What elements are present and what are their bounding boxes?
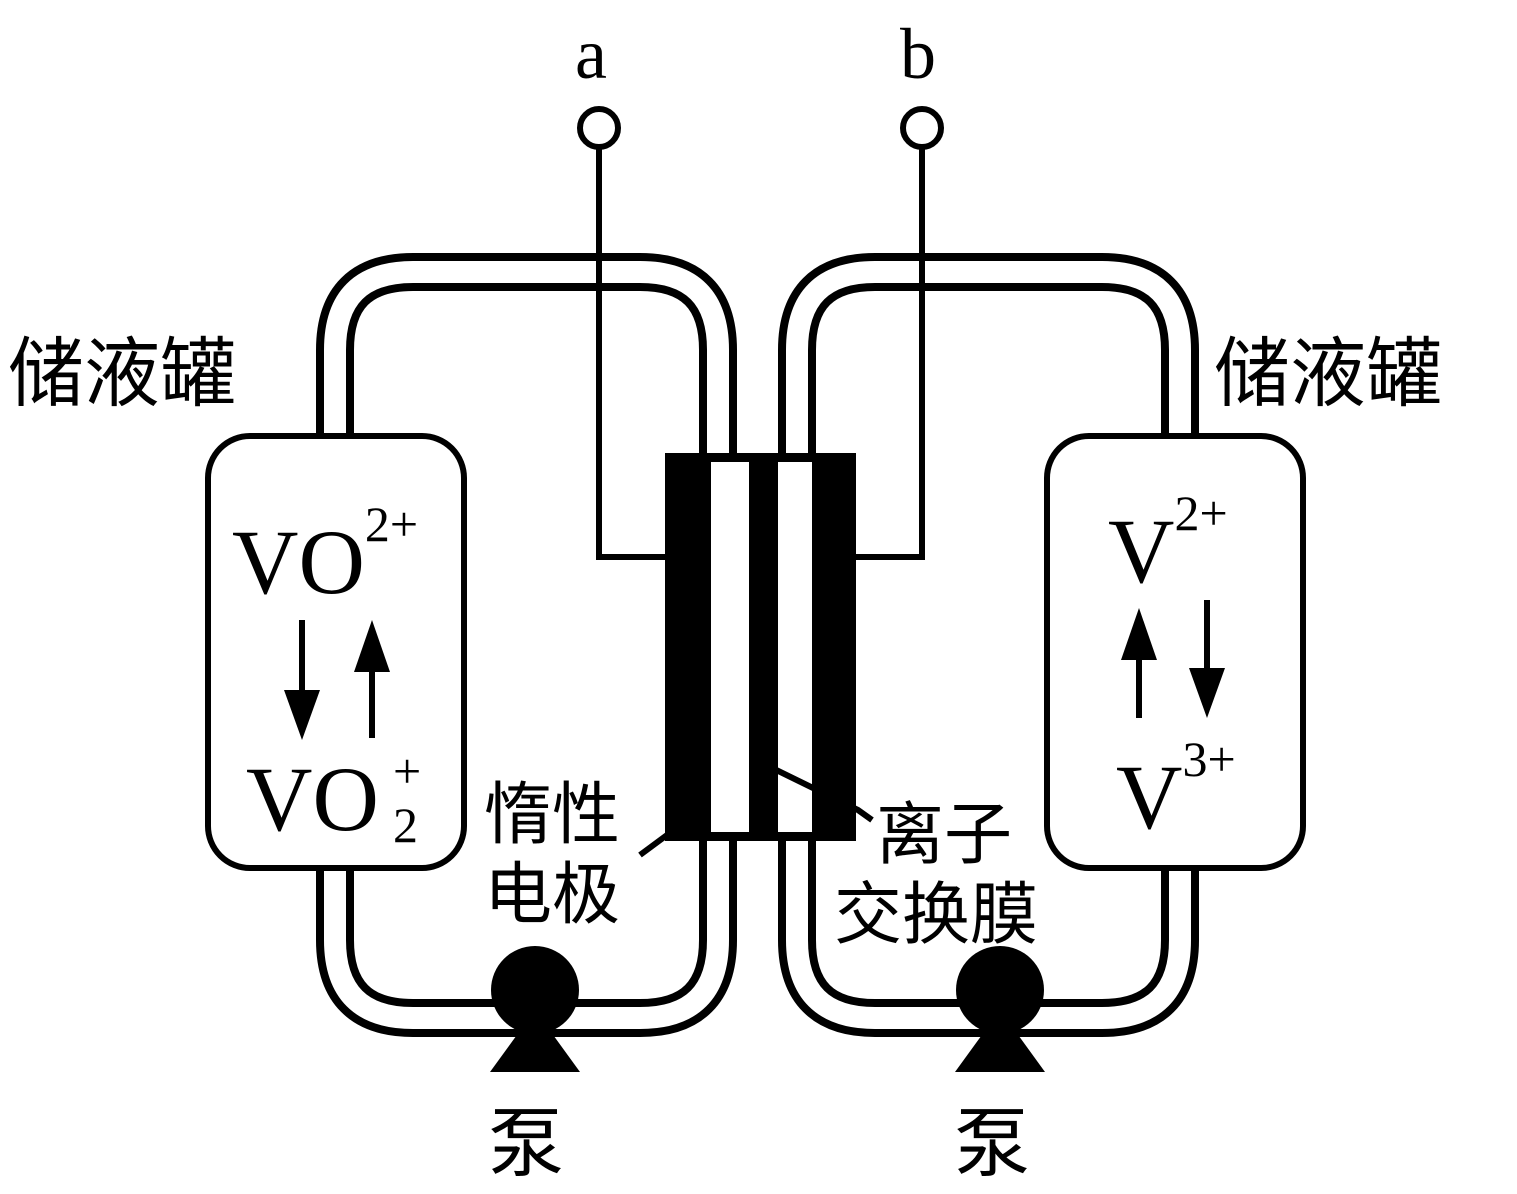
left-pump-stand bbox=[490, 1010, 580, 1072]
membrane-label-line2: 交换膜 bbox=[834, 876, 1038, 955]
right-pump[interactable] bbox=[955, 946, 1045, 1072]
arrow-up-icon bbox=[354, 620, 390, 672]
left-tank-arrows bbox=[284, 620, 390, 740]
right-storage-tank bbox=[1044, 433, 1306, 871]
terminal-wires bbox=[577, 106, 944, 560]
left-pump-rotor bbox=[491, 946, 579, 1034]
left-bottom-ion: VO bbox=[246, 748, 379, 850]
left-pipe-loop bbox=[316, 253, 737, 1037]
cell-frame bbox=[665, 453, 856, 841]
right-pump-rotor bbox=[956, 946, 1044, 1034]
terminal-a-label: a bbox=[575, 14, 607, 94]
left-pump-label: 泵 bbox=[488, 1099, 564, 1188]
membrane-label-line1: 离子 bbox=[876, 796, 1012, 875]
left-tank-label: 储液罐 bbox=[8, 329, 236, 418]
arrow-up-icon bbox=[1121, 608, 1157, 660]
right-bottom-ion: V3+ bbox=[1116, 731, 1236, 848]
right-tank-label: 储液罐 bbox=[1214, 329, 1442, 418]
left-bottom-ion-sup: + bbox=[393, 743, 421, 799]
arrow-down-icon bbox=[284, 690, 320, 740]
left-electrolyte-gap bbox=[711, 462, 749, 832]
membrane-pointer bbox=[758, 759, 874, 823]
left-top-ion: VO2+ bbox=[232, 496, 418, 613]
right-top-ion: V2+ bbox=[1108, 485, 1228, 602]
left-storage-tank bbox=[205, 433, 467, 871]
terminal-a-node[interactable] bbox=[577, 106, 621, 150]
terminal-b-node[interactable] bbox=[900, 106, 944, 150]
right-pump-stand bbox=[955, 1010, 1045, 1072]
electrode-pointer bbox=[638, 815, 692, 858]
electrode-label-line1: 惰性 bbox=[484, 776, 620, 855]
cell-stack bbox=[665, 453, 856, 841]
left-pump[interactable] bbox=[490, 946, 580, 1072]
right-tank-arrows bbox=[1121, 600, 1225, 718]
left-bottom-ion-sub: 2 bbox=[393, 797, 418, 853]
arrow-down-icon bbox=[1189, 668, 1225, 718]
terminal-b-label: b bbox=[900, 14, 936, 94]
electrode-label-line2: 电极 bbox=[484, 856, 620, 935]
right-pump-label: 泵 bbox=[954, 1099, 1030, 1188]
